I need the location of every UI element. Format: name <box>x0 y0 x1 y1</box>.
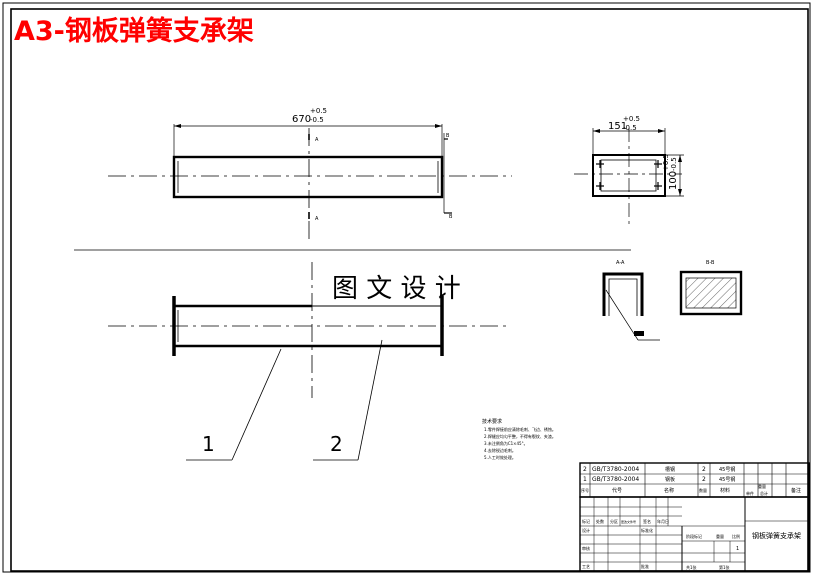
notes-line-1: 1.零件焊接前应清除毛刺、飞边、锈蚀。 <box>484 426 556 432</box>
end-view-outer <box>592 154 666 197</box>
section-mark-bottom: A <box>315 216 319 222</box>
section-a-a-label: A-A <box>616 260 625 266</box>
bom-row-2-material: 45号钢 <box>719 466 735 473</box>
length-tolerance-upper: +0.5 <box>310 107 327 115</box>
bom-row-2-code: GB/T3780-2004 <box>592 466 639 473</box>
notes-line-4: 4.去除锐边毛刺。 <box>484 447 516 453</box>
length-dimension-value: 670 <box>292 114 311 125</box>
front-view: 670 +0.5 -0.5 A A B B <box>108 107 512 242</box>
front-view-body <box>172 155 444 199</box>
title-block-label-count: 处数 <box>596 518 604 524</box>
section-b-b-hatched <box>685 277 737 309</box>
bom-header-weight: 重量 <box>758 483 766 489</box>
balloon-1: 1 <box>186 348 282 461</box>
title-block-approve: 批准 <box>641 563 649 569</box>
bom-row-1-material: 45号钢 <box>719 476 735 483</box>
title-block-sheet-no: 第1张 <box>719 564 730 570</box>
top-view <box>108 262 510 398</box>
title-block-sheet-total: 共1张 <box>686 564 697 570</box>
watermark-text: 图 文 设 计 <box>332 274 461 304</box>
bom-header-code: 代号 <box>612 487 622 494</box>
balloon-2-number: 2 <box>330 432 343 456</box>
bom-header-qty: 数量 <box>699 487 707 493</box>
section-b-b: B-B <box>679 260 743 316</box>
width-tolerance-lower: -0.5 <box>623 124 637 132</box>
sheet-inner-border <box>10 8 809 572</box>
notes-line-5: 5.人工时效处理。 <box>484 454 516 460</box>
title-block-label-mark: 标记 <box>582 518 590 524</box>
title-block-scale: 比例 <box>732 533 740 539</box>
bom-row-2-qty: 2 <box>702 466 706 473</box>
title-block-design: 设计 <box>582 527 590 533</box>
bom-row-1-qty: 2 <box>702 476 706 483</box>
balloon-1-number: 1 <box>202 432 215 456</box>
title-block-process: 工艺 <box>582 564 590 569</box>
technical-notes: 技术要求 1.零件焊接前应清除毛刺、飞边、锈蚀。 2.焊缝应均匀平整，不得有裂纹… <box>482 418 556 460</box>
bom-header-name: 名称 <box>664 487 674 494</box>
section-mark-right-bottom: B <box>449 214 453 220</box>
sheet-title: A3-钢板弹簧支承架 <box>14 15 254 47</box>
balloon-2: 2 <box>313 339 383 461</box>
height-tolerance-lower: -0.5 <box>670 157 678 171</box>
bom-header-no: 序号 <box>581 487 589 493</box>
title-block-stage-mark: 阶段标记 <box>686 533 702 539</box>
title-block-standardize: 标准化 <box>641 527 653 533</box>
title-block-label-date: 年月日 <box>657 518 669 524</box>
height-dimension-value: 100 <box>668 171 679 190</box>
section-mark-right-top: B <box>446 133 450 139</box>
width-tolerance-upper: +0.5 <box>623 115 640 123</box>
title-block-label-signature: 签名 <box>643 518 651 524</box>
title-block-review: 审核 <box>582 545 590 551</box>
notes-heading: 技术要求 <box>482 418 502 425</box>
title-block: 钢板弹簧支承架 标记 处数 分区 更改文件号 签名 年月日 设计 标准化 审核 … <box>579 496 810 572</box>
bom-row-1-no: 1 <box>583 476 587 483</box>
section-b-b-outer <box>679 270 743 316</box>
title-block-drawing-name: 钢板弹簧支承架 <box>752 531 801 540</box>
bom-header-total: 总计 <box>760 490 768 496</box>
section-mark-top: A <box>315 137 319 143</box>
title-block-label-change-doc: 更改文件号 <box>621 519 636 524</box>
bom-row-1-name: 钢板 <box>665 476 675 483</box>
bom-header-material: 材料 <box>720 487 730 494</box>
width-dimension-value: 151 <box>608 121 627 132</box>
notes-line-3: 3.未注倒角为C1×45°。 <box>484 440 528 446</box>
bom-header-unit: 单件 <box>746 490 754 496</box>
bom-row-2-name: 槽钢 <box>665 466 675 473</box>
weld-symbol <box>634 331 644 336</box>
section-b-b-label: B-B <box>706 260 715 266</box>
bom-table: 2 GB/T3780-2004 槽钢 2 45号钢 1 GB/T3780-200… <box>579 462 810 498</box>
title-block-weight: 重量 <box>716 533 724 539</box>
end-view: 151 +0.5 -0.5 100 +0.5 -0.5 <box>574 115 684 224</box>
bom-row-2-no: 2 <box>583 466 587 473</box>
notes-line-2: 2.焊缝应均匀平整，不得有裂纹、夹渣。 <box>484 433 556 439</box>
section-a-a: A-A <box>602 260 660 341</box>
bom-header-note: 备注 <box>791 487 801 494</box>
length-tolerance-lower: -0.5 <box>310 116 324 124</box>
weld-leader <box>605 289 639 341</box>
title-block-scale-value: 1 <box>736 546 739 552</box>
bom-row-1-code: GB/T3780-2004 <box>592 476 639 483</box>
title-block-label-zone: 分区 <box>610 518 618 524</box>
end-view-inner <box>600 159 657 192</box>
height-tolerance-upper: +0.5 <box>662 154 670 171</box>
